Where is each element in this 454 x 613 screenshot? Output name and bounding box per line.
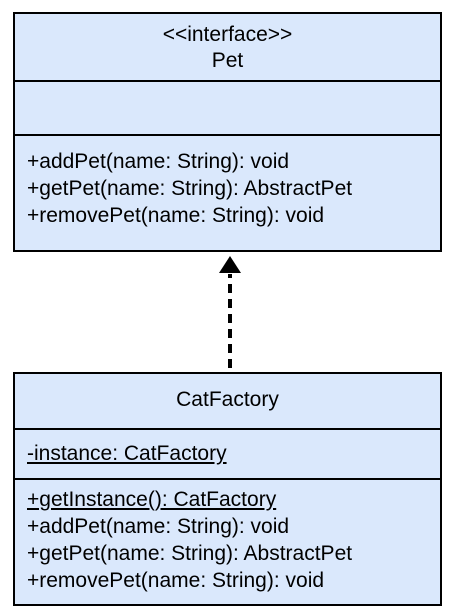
catfactory-methods-section: +getInstance(): CatFactory +addPet(name:… — [15, 478, 440, 604]
pet-name: Pet — [211, 49, 244, 72]
catfactory-class-box[interactable]: CatFactory -instance: CatFactory +getIns… — [13, 372, 442, 606]
catfactory-attributes-section: -instance: CatFactory — [15, 428, 440, 478]
catfactory-method-get: +getPet(name: String): AbstractPet — [27, 542, 353, 565]
pet-method-remove: +removePet(name: String): void — [27, 204, 325, 227]
pet-interface-box[interactable]: <<interface>> Pet +addPet(name: String):… — [13, 12, 442, 252]
pet-method-add: +addPet(name: String): void — [27, 150, 290, 173]
catfactory-attribute-instance: -instance: CatFactory — [27, 442, 227, 465]
catfactory-method-getinstance: +getInstance(): CatFactory — [27, 488, 277, 511]
catfactory-name: CatFactory — [176, 388, 279, 411]
pet-methods-section: +addPet(name: String): void +getPet(name… — [15, 134, 440, 250]
catfactory-method-remove: +removePet(name: String): void — [27, 569, 325, 592]
pet-stereotype: <<interface>> — [162, 23, 293, 46]
pet-header: <<interface>> Pet — [15, 14, 440, 80]
pet-attributes-section — [15, 80, 440, 134]
catfactory-header: CatFactory — [15, 374, 440, 428]
catfactory-method-add: +addPet(name: String): void — [27, 515, 290, 538]
pet-method-get: +getPet(name: String): AbstractPet — [27, 177, 353, 200]
realization-arrow-head — [219, 256, 241, 273]
